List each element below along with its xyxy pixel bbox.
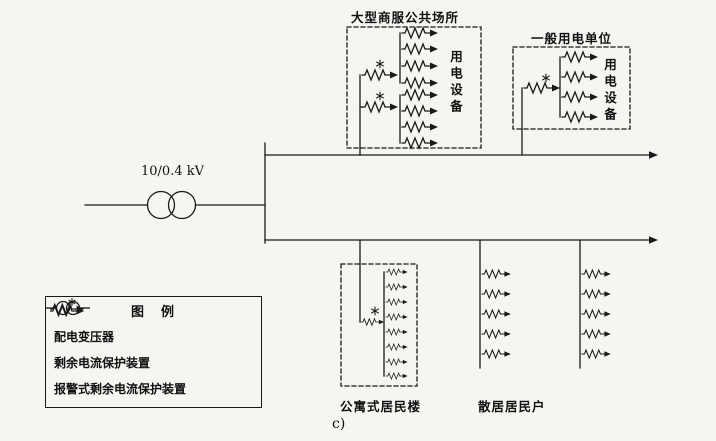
- asterisk-icon: [542, 73, 550, 83]
- rcd-icon: [481, 289, 512, 299]
- alarm-rcd-icon: [361, 101, 399, 113]
- rcd-icon: [561, 71, 599, 83]
- rcd-icon: [401, 27, 439, 39]
- asterisk-icon: [376, 91, 384, 101]
- rcd-icon: [561, 111, 599, 123]
- rcd-icon: [385, 343, 408, 351]
- general-equipment-label: 用电设备: [602, 58, 616, 124]
- rcd-icon: [481, 329, 512, 339]
- commercial-equipment-label: 用电设备: [448, 50, 462, 116]
- legend-item-label: 报警式剩余电流保护装置: [54, 381, 187, 396]
- scattered-label: 散居居民户: [478, 400, 546, 414]
- general-label: 一般用电单位: [531, 32, 613, 46]
- alarm-rcd-icon: [360, 318, 385, 326]
- legend-title: 图 例: [130, 304, 176, 319]
- rcd-icon: [401, 137, 439, 149]
- apartment-circuit: [340, 239, 418, 387]
- arrow-icon: [649, 151, 658, 159]
- general-dashed-box: [512, 46, 631, 130]
- apartment-dashed-box: [340, 263, 418, 387]
- transformer-rating-label: 10/0.4 kV: [141, 164, 204, 179]
- rcd-icon: [385, 372, 408, 380]
- rcd-icon: [401, 121, 439, 133]
- asterisk-icon: [371, 306, 379, 316]
- alarm-rcd-icon: [361, 69, 399, 81]
- rcd-icon: [385, 268, 408, 276]
- rcd-icon: [581, 269, 612, 279]
- rcd-icon: [401, 89, 439, 101]
- rcd-icon: [481, 349, 512, 359]
- rcd-icon: [385, 313, 408, 321]
- figure-caption: c): [332, 416, 346, 432]
- arrow-icon: [649, 236, 658, 244]
- rcd-icon: [581, 309, 612, 319]
- scattered-circuit: [479, 239, 612, 369]
- rcd-icon: [561, 51, 599, 63]
- legend-item-alarm-rcd: 报警式剩余电流保护装置: [46, 297, 261, 401]
- legend-rows: 配电变压器 剩余电流保护装置 报警式剩余电流保护装置: [46, 297, 261, 401]
- rcd-icon: [401, 43, 439, 55]
- apartment-label: 公寓式居民楼: [340, 400, 422, 414]
- general-circuit: [512, 46, 631, 156]
- legend-item-label: 配电变压器: [54, 329, 115, 344]
- rcd-icon: [401, 77, 439, 89]
- rcd-icon: [401, 105, 439, 117]
- legend: 图 例 配电变压器 剩余电流保护装置: [45, 296, 262, 408]
- rcd-icon: [581, 329, 612, 339]
- rcd-icon: [401, 60, 439, 72]
- rcd-icon: [581, 349, 612, 359]
- main-bus: [264, 142, 658, 244]
- transformer-icon: [84, 190, 266, 220]
- legend-item-transformer: 配电变压器: [46, 300, 261, 349]
- commercial-circuit: [346, 26, 482, 156]
- legend-item-label: 剩余电流保护装置: [54, 355, 151, 370]
- rcd-icon: [385, 328, 408, 336]
- rcd-icon: [481, 309, 512, 319]
- rcd-icon: [561, 91, 599, 103]
- rcd-icon: [385, 358, 408, 366]
- rcd-icon: [581, 289, 612, 299]
- asterisk-icon: [376, 59, 384, 69]
- rcd-icon: [385, 283, 408, 291]
- alarm-rcd-icon: [523, 82, 561, 94]
- rcd-icon: [481, 269, 512, 279]
- legend-item-rcd: 剩余电流保护装置: [46, 303, 261, 375]
- alarm-rcd-icon: [49, 297, 85, 317]
- rcd-icon: [385, 298, 408, 306]
- commercial-label: 大型商服公共场所: [351, 11, 460, 25]
- commercial-dashed-box: [346, 26, 482, 149]
